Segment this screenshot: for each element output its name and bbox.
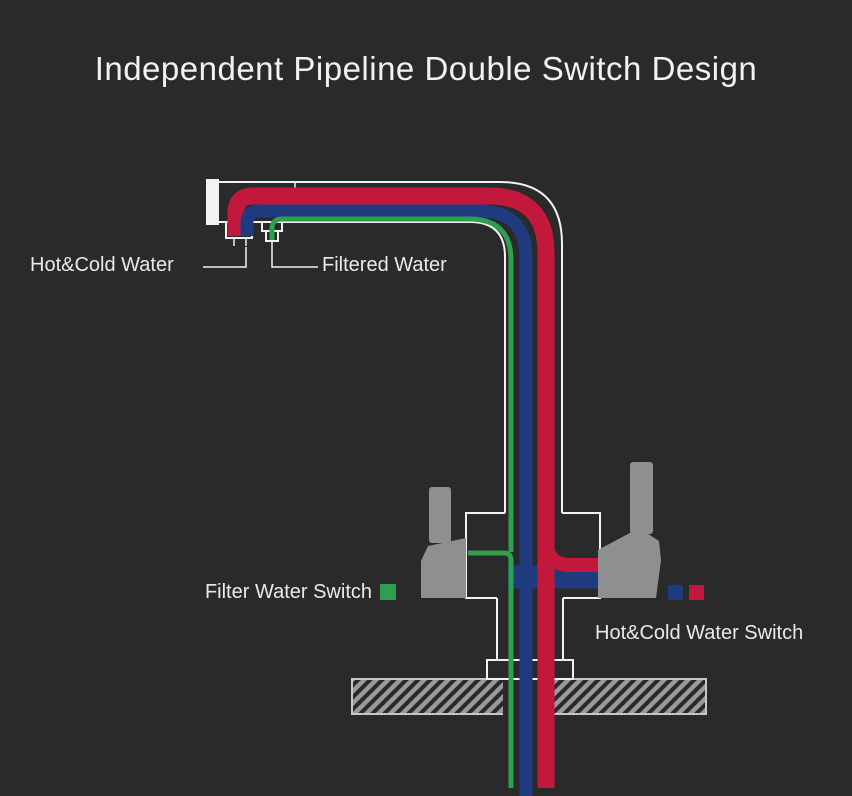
hot-cold-water-switch-label: Hot&Cold Water Switch [595, 622, 804, 644]
filtered-water-pipe [269, 216, 514, 552]
hot-water-swatch [689, 585, 704, 600]
filtered-water-pipe-lower [468, 550, 514, 788]
filtered-water-label: Filtered Water [322, 254, 447, 276]
hot-cold-switch-lever [630, 462, 653, 534]
hot-cold-switch-handle [598, 528, 661, 598]
filtered-leader-line [271, 242, 318, 268]
spout-inner-edge [211, 221, 506, 513]
spout-outer-edge [211, 181, 563, 513]
hot-water-pipe [227, 187, 555, 788]
filter-switch-swatch [380, 584, 396, 600]
page-title: Independent Pipeline Double Switch Desig… [94, 50, 758, 87]
hot-cold-leader-line [203, 247, 247, 268]
filter-switch-handle [421, 538, 466, 598]
hot-cold-outlet-nubs [233, 238, 247, 246]
filter-switch-lever [429, 487, 451, 543]
cold-water-pipe [240, 204, 533, 796]
filter-water-switch-label: Filter Water Switch [204, 581, 372, 603]
hot-cold-water-label: Hot&Cold Water [30, 254, 174, 276]
body-neck [496, 598, 564, 660]
cold-water-swatch [668, 585, 683, 600]
spout-end-cap [206, 179, 219, 225]
